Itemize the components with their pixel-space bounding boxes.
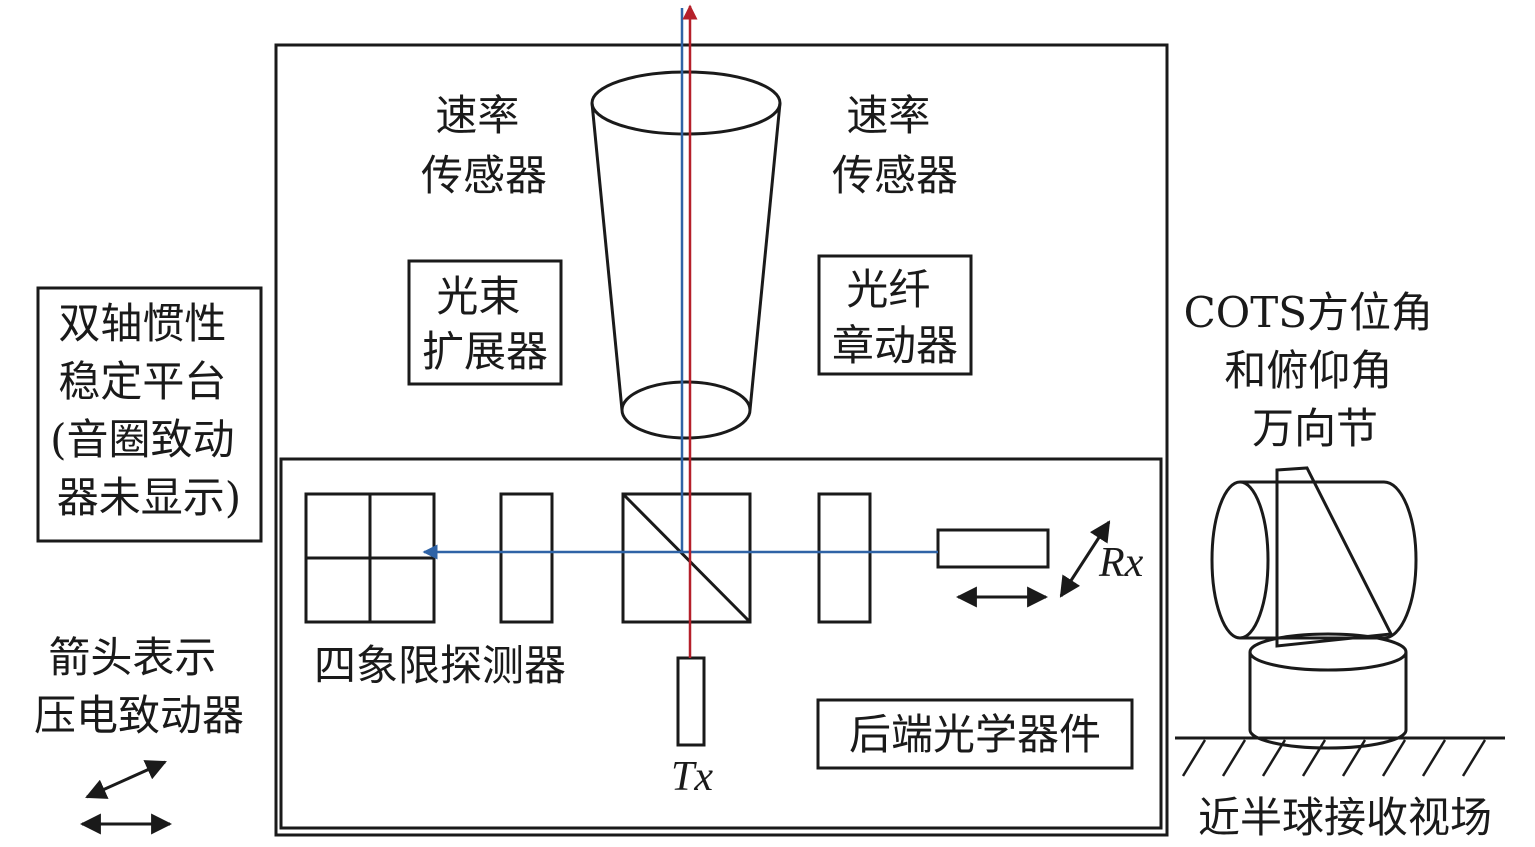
- telescope: [590, 70, 782, 440]
- rate-sensor-left-label: 速率 传感器: [421, 91, 547, 200]
- rx-fiber: [936, 528, 1050, 569]
- beam-expander-box: [407, 259, 563, 386]
- back-optics-box: [279, 457, 1163, 830]
- arrow-legend-label: 箭头表示 压电致动器: [34, 633, 244, 740]
- platform-label: 双轴惯性 稳定平台 (音圈致动 器未显示): [50, 299, 248, 522]
- platform-box: [36, 286, 263, 543]
- gimbal-label: COTS方位角 和俯仰角 万向节: [1184, 288, 1447, 453]
- rx-piezo-diagonal-arrow: [1059, 520, 1111, 598]
- legend-diagonal-arrow: [85, 760, 167, 799]
- terminal-outer-box: [274, 43, 1169, 837]
- tx-fiber: [676, 656, 706, 747]
- fiber-nutator-label: 光纤 章动器: [832, 265, 958, 370]
- quad-detector: [304, 492, 436, 624]
- fiber-nutator-box: [817, 254, 973, 376]
- beam-splitter: [621, 492, 752, 624]
- field-of-view-label: 近半球接收视场: [1198, 793, 1492, 842]
- lens-left: [499, 492, 554, 624]
- quad-detector-label: 四象限探测器: [314, 641, 566, 690]
- gimbal-illustration: [1175, 466, 1505, 777]
- beam-expander-label: 光束 扩展器: [422, 272, 548, 376]
- rx-label: Rx: [1098, 540, 1144, 586]
- tx-label: Tx: [671, 754, 713, 800]
- back-optics-label-box: [816, 698, 1134, 770]
- rate-sensor-right-label: 速率 传感器: [832, 91, 958, 200]
- back-optics-label: 后端光学器件: [849, 710, 1101, 759]
- lens-right: [817, 492, 872, 624]
